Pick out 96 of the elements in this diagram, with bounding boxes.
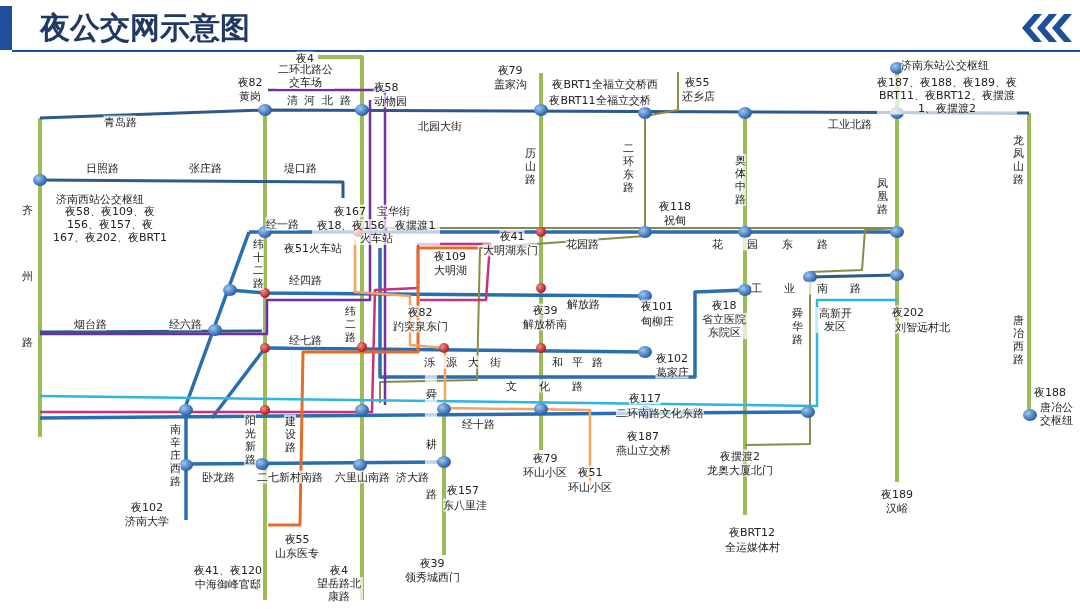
station-label: 夜39 bbox=[532, 303, 558, 317]
road-name: 历山路 bbox=[523, 146, 537, 186]
road-name: 解放路 bbox=[566, 297, 600, 311]
station-label: 夜BRT12 bbox=[728, 525, 776, 539]
station-label: 夜101 bbox=[641, 299, 673, 313]
station-label: 高新开发区 bbox=[816, 307, 854, 333]
road-name: 北园大街 bbox=[418, 119, 462, 133]
station-label: 夜58 bbox=[373, 80, 399, 94]
road-name: 阳光新路 bbox=[243, 414, 257, 466]
road-name: 工业北路 bbox=[828, 117, 872, 131]
station-label: 葛家庄 bbox=[655, 365, 689, 379]
station-label: 唐冶公交枢纽 bbox=[1037, 401, 1075, 427]
station-label: 夜BRT1全福立交桥西 bbox=[552, 77, 658, 91]
road-name: 青岛路 bbox=[103, 115, 137, 129]
station-label: 夜55 bbox=[284, 532, 310, 546]
road-name: 二环东路 bbox=[621, 142, 635, 194]
station-label: 夜118 bbox=[659, 199, 691, 213]
station-label: 趵突泉东门 bbox=[392, 319, 448, 333]
station-label: 汉峪 bbox=[886, 501, 908, 515]
station-label: 夜41、夜120 bbox=[194, 563, 262, 577]
station-label: 甸柳庄 bbox=[640, 314, 674, 328]
road-name: 唐冶西路 bbox=[1011, 314, 1025, 366]
road-name: 二环南路文化东路 bbox=[616, 406, 704, 420]
station-label: 夜102 bbox=[131, 500, 163, 514]
station-label: 宝华街 bbox=[376, 204, 410, 218]
station-label: 大明湖东门 bbox=[482, 243, 538, 257]
station-label: 领秀城西门 bbox=[404, 570, 460, 584]
station-label: 夜18 bbox=[711, 298, 737, 312]
road-name: 经七路 bbox=[288, 333, 322, 347]
road-name: 南辛庄西路 bbox=[168, 422, 182, 488]
road-name: 经四路 bbox=[288, 273, 322, 287]
station-label: 环山小区 bbox=[568, 480, 612, 494]
station-label: 刘智远村北 bbox=[894, 320, 950, 334]
station-label: 济南西站公交枢纽 bbox=[56, 192, 144, 206]
road-name: 烟台路 bbox=[73, 317, 107, 331]
page-title: 夜公交网示意图 bbox=[40, 9, 250, 47]
station-label: 夜187、夜188、夜189、夜BRT11、夜BRT12、夜摆渡1、夜摆渡2 bbox=[877, 75, 1017, 115]
road-name: 卧龙路 bbox=[201, 470, 235, 484]
station-label: 夜167 bbox=[334, 204, 366, 218]
station-label: 省立医院东院区 bbox=[699, 313, 749, 339]
road-name: 日照路 bbox=[85, 161, 119, 175]
road-name: 经一路 bbox=[265, 217, 299, 231]
road-name: 经六路 bbox=[168, 317, 202, 331]
road-name: 凤凰路 bbox=[875, 176, 889, 216]
station-label: 夜51 bbox=[577, 465, 603, 479]
station-label: 济南东站公交枢纽 bbox=[901, 58, 989, 72]
station-label: 夜41 bbox=[499, 229, 525, 243]
station-label: 夜109 bbox=[434, 249, 466, 263]
station-label: 夜187 bbox=[627, 429, 659, 443]
station-label: 夜188 bbox=[1034, 385, 1066, 399]
station-label: 山东医专 bbox=[275, 546, 319, 560]
station-label: 盖家沟 bbox=[493, 77, 527, 91]
station-label: 夜157 bbox=[447, 483, 479, 497]
road-name: 张庄路 bbox=[188, 161, 222, 175]
station-label: 夜51火车站 bbox=[284, 241, 342, 255]
station-label: 大明湖 bbox=[433, 263, 467, 277]
station-label: 祝甸 bbox=[664, 213, 686, 227]
road-name: 六里山南路 bbox=[334, 470, 390, 484]
station-label: 夜4 bbox=[330, 563, 348, 577]
station-label: 夜79 bbox=[497, 63, 523, 77]
station-label: 夜82 bbox=[407, 305, 433, 319]
station-label: 东八里洼 bbox=[443, 498, 487, 512]
road-name: 龙凤山路 bbox=[1011, 134, 1025, 186]
station-label: 全运媒体村 bbox=[724, 540, 780, 554]
station-label: 夜BRT11全福立交桥 bbox=[549, 93, 651, 107]
road-name: 经十路 bbox=[461, 417, 495, 431]
station-label: 夜55 bbox=[684, 75, 710, 89]
road-name: 清河北路 bbox=[286, 93, 358, 107]
road-name: 二七新村南路 bbox=[257, 470, 323, 484]
station-label: 夜202 bbox=[892, 305, 924, 319]
station-label: 燕山立交桥 bbox=[615, 443, 671, 457]
station-label: 环山小区 bbox=[523, 465, 567, 479]
road-name: 奥体中路 bbox=[733, 154, 747, 206]
station-label: 龙奥大厦北门 bbox=[707, 463, 773, 477]
station-label: 济南大学 bbox=[125, 514, 169, 528]
road-name: 纬十二路 bbox=[251, 238, 265, 290]
station-label: 还乡店 bbox=[681, 89, 715, 103]
station-label: 夜摆渡2 bbox=[720, 449, 760, 463]
station-label: 望岳路北康路 bbox=[315, 577, 363, 603]
station-label: 夜117 bbox=[629, 391, 661, 405]
station-label: 夜79 bbox=[532, 451, 558, 465]
road-name: 花园路 bbox=[565, 237, 599, 251]
station-label: 动物园 bbox=[373, 94, 407, 108]
station-label: 二环北路公交车场 bbox=[276, 63, 334, 89]
road-name: 建设路 bbox=[283, 414, 297, 454]
station-label: 夜82 bbox=[237, 75, 263, 89]
station-label: 夜39 bbox=[419, 556, 445, 570]
station-label: 黄岗 bbox=[239, 89, 261, 103]
station-label: 夜102 bbox=[656, 351, 688, 365]
road-name: 纬二路 bbox=[343, 304, 357, 344]
station-label: 夜189 bbox=[881, 487, 913, 501]
station-label: 中海御峰官邸 bbox=[195, 577, 261, 591]
station-label: 夜58、夜109、夜156、夜157、夜167、夜202、夜BRT1 bbox=[52, 204, 168, 244]
road-name: 堤口路 bbox=[283, 161, 317, 175]
station-label: 解放桥南 bbox=[523, 317, 567, 331]
road-name: 舜华路 bbox=[790, 306, 804, 346]
